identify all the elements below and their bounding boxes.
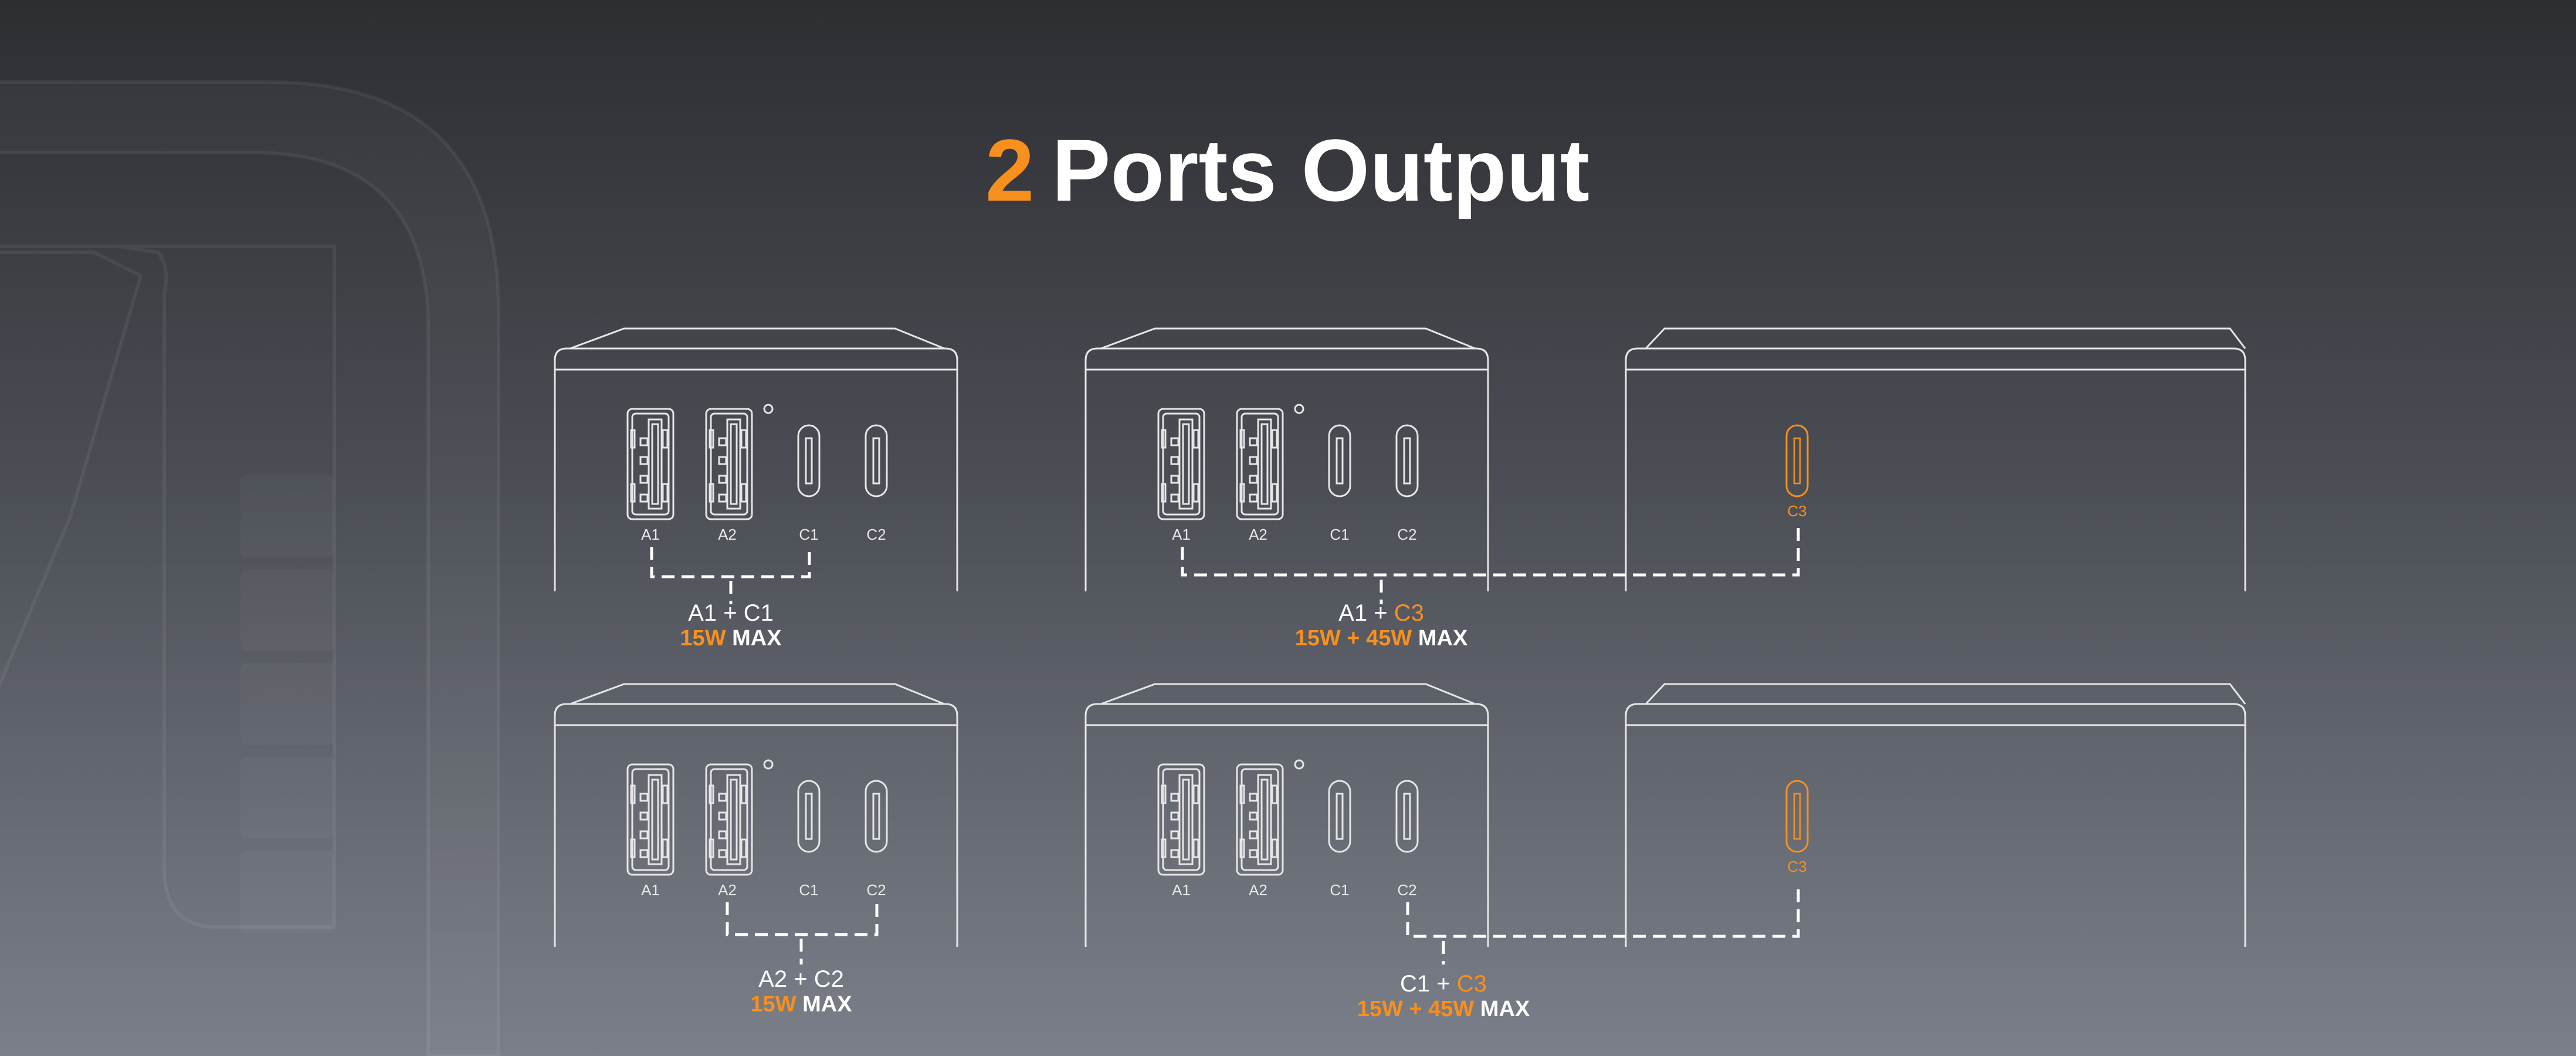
port-label-a2: A2 — [718, 526, 737, 543]
combo-power: 15W MAX — [750, 992, 852, 1017]
combo-ports: A1 + C3 — [1338, 600, 1424, 626]
port-label-a1: A1 — [641, 881, 660, 899]
charger-front-outline — [555, 329, 957, 591]
combo-a1-c3: A1 A2 C1 C2 C3 A1 + C3 15W + 45W MAX — [1086, 329, 2245, 651]
combo-ports: A1 + C1 — [688, 600, 774, 626]
connector-dashed-line — [650, 547, 811, 604]
combo-ports: C1 + C3 — [1400, 971, 1487, 997]
port-label-c1: C1 — [799, 526, 818, 543]
combo-a1-c1: A1 A2 C1 C2 A1 + C1 15W MAX — [555, 329, 957, 651]
title-number: 2 — [985, 121, 1034, 219]
port-label-c1: C1 — [1330, 881, 1349, 899]
port-label-c3: C3 — [1787, 502, 1806, 520]
combo-power: 15W MAX — [680, 626, 782, 651]
charger-front-outline — [555, 684, 957, 947]
port-label-a1: A1 — [641, 526, 660, 543]
connector-dashed-line — [726, 902, 879, 964]
background-logo-watermark — [0, 80, 500, 1056]
port-label-c2: C2 — [1397, 526, 1416, 543]
port-label-c2: C2 — [1397, 881, 1416, 899]
port-label-a1: A1 — [1172, 526, 1191, 543]
port-label-c2: C2 — [866, 881, 886, 899]
title-text: Ports Output — [1052, 121, 1589, 219]
port-label-a2: A2 — [1249, 881, 1267, 899]
port-label-a1: A1 — [1172, 881, 1191, 899]
port-label-c2: C2 — [866, 526, 886, 543]
charger-front-outline — [1086, 329, 1488, 591]
connector-dashed-line — [1406, 882, 1800, 964]
combo-a2-c2: A1 A2 C1 C2 A2 + C2 15W MAX — [555, 684, 957, 1017]
port-label-a2: A2 — [718, 881, 737, 899]
combo-ports: A2 + C2 — [758, 966, 844, 992]
combo-c1-c3: A1 A2 C1 C2 C3 C1 + C3 15W + 45W MAX — [1086, 684, 2245, 1021]
connector-dashed-line — [1181, 527, 1800, 604]
charger-side-outline — [1626, 329, 2245, 591]
port-label-a2: A2 — [1249, 526, 1267, 543]
port-label-c1: C1 — [799, 881, 818, 899]
port-label-c3: C3 — [1787, 858, 1806, 875]
port-label-c1: C1 — [1330, 526, 1349, 543]
combo-power: 15W + 45W MAX — [1295, 626, 1468, 651]
charger-side-outline — [1626, 684, 2245, 947]
combo-power: 15W + 45W MAX — [1357, 997, 1530, 1021]
charger-front-outline — [1086, 684, 1488, 947]
